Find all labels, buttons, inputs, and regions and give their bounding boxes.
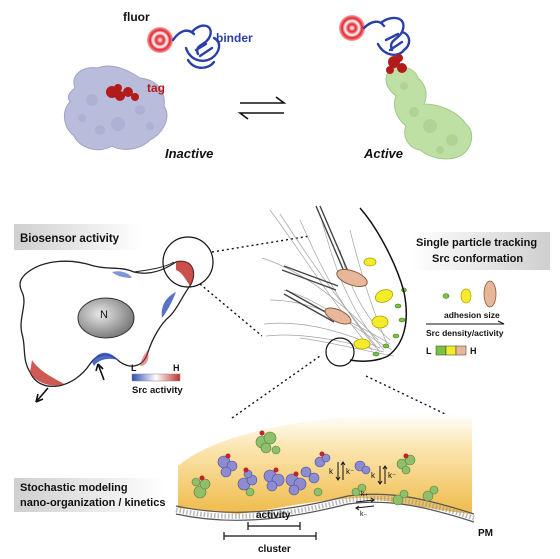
legend-low-label: L [426, 346, 432, 356]
scale-high-label: H [173, 363, 180, 373]
activity-bar [247, 522, 301, 530]
density-activity-label: Src density/activity [426, 328, 504, 338]
src-activity-scale [131, 373, 181, 382]
tag-shape-active [386, 54, 407, 74]
zoom-circle-cell-edge [162, 236, 214, 288]
nucleus [77, 297, 135, 339]
k-forward-1: k [329, 467, 334, 476]
cell-edge-zoom [349, 207, 407, 362]
zoom-connectors [199, 235, 467, 425]
pm-label: PM [478, 528, 493, 539]
active-state-panel: Active [339, 15, 473, 161]
zoom-circle-adhesion [325, 337, 355, 367]
cluster-bar [223, 532, 317, 540]
nucleus-label: N [100, 309, 108, 321]
biosensor-title: Biosensor activity [20, 233, 120, 245]
modeling-title-line2: nano-organization / kinetics [20, 497, 165, 509]
k-reverse-1: k⁻ [346, 467, 354, 476]
legend-large-adhesion [483, 280, 497, 308]
legend-medium-adhesion [460, 288, 472, 304]
adhesion-large-2 [324, 307, 352, 325]
k-forward-2: k [371, 471, 376, 480]
active-label: Active [363, 146, 403, 161]
src-molecules-active [217, 453, 371, 496]
fluor-label: fluor [123, 10, 150, 24]
adhesion-large-1 [336, 268, 368, 288]
spt-title-line1: Single particle tracking [416, 237, 537, 249]
scale-low-label: L [131, 363, 137, 373]
adhesion-medium-1 [374, 289, 394, 303]
binder-ribbon-inactive [171, 24, 221, 69]
retraction-arrow-icon [35, 387, 49, 403]
protrusion-arrow-icon [97, 363, 105, 381]
k-off-label: k₋ [360, 511, 368, 518]
adhesion-size-label: adhesion size [444, 310, 500, 320]
biosensor-title-box [14, 224, 142, 250]
spt-title-line2: Src conformation [432, 253, 523, 265]
fluor-icon [147, 27, 173, 53]
nascent-adhesions [372, 287, 407, 357]
cluster-label: cluster [258, 544, 291, 555]
plasma-membrane [175, 493, 475, 523]
adhesion-medium-4 [363, 257, 377, 267]
legend-high-label: H [470, 346, 477, 356]
stochastic-modeling-panel: k k⁻ k k⁻ k₊ k₋ activity cluster PM Stoc… [14, 413, 493, 555]
activity-label: activity [256, 510, 291, 521]
tag-dots [199, 430, 409, 481]
modeling-title-line1: Stochastic modeling [20, 482, 128, 494]
fluor-icon-active [339, 15, 365, 41]
tag-shape-inactive [106, 84, 139, 101]
binder-label: binder [216, 31, 253, 45]
tag-label: tag [147, 81, 165, 95]
adhesion-medium-2 [371, 315, 389, 329]
adhesion-medium-3 [353, 338, 371, 350]
inactive-label: Inactive [165, 146, 213, 161]
biosensor-activity-panel: Biosensor activity N L H Src activity [14, 224, 214, 403]
legend-small-adhesion [442, 293, 450, 299]
k-reverse-2: k⁻ [388, 471, 396, 480]
scale-title: Src activity [132, 385, 183, 396]
k-on-label: k₊ [361, 491, 369, 498]
inactive-protein-surface [64, 65, 168, 151]
equilibrium-arrows-icon [237, 96, 287, 120]
src-molecules-inactive [191, 431, 439, 506]
inactive-state-panel: fluor binder tag Inactive [64, 10, 253, 161]
adhesion-zoom-panel: Single particle tracking Src conformatio… [261, 205, 550, 367]
binder-ribbon-active [362, 16, 411, 56]
kinetic-arrows [335, 461, 388, 511]
